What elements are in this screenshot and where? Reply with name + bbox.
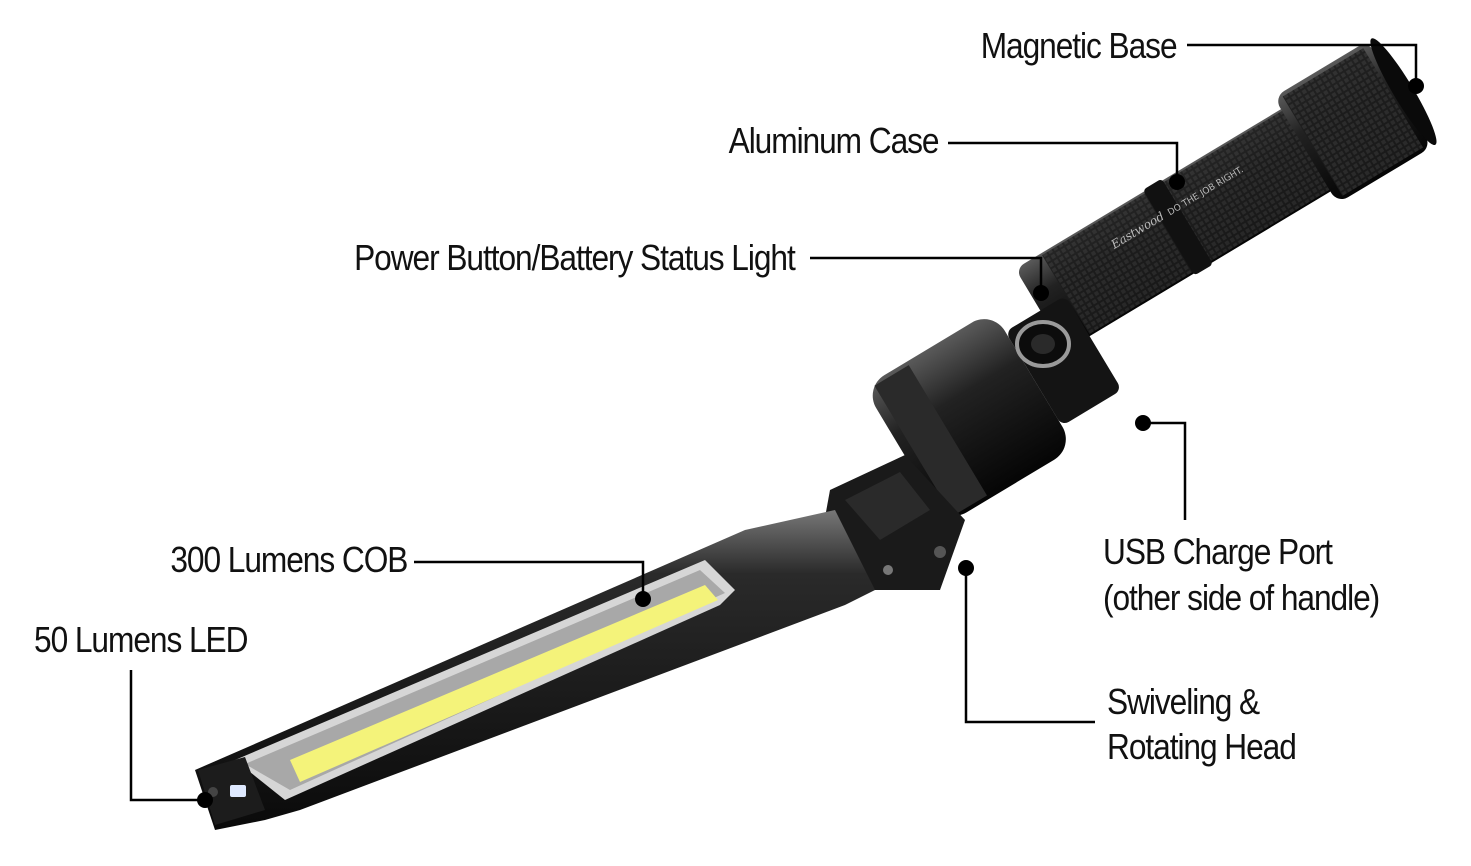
flashlight-handle: Eastwood DO THE JOB RIGHT. bbox=[1019, 38, 1437, 348]
cob-light-strip bbox=[290, 585, 718, 782]
leader-magnetic-base bbox=[1187, 43, 1418, 85]
leader-usb-port bbox=[1143, 421, 1187, 520]
leader-led bbox=[129, 670, 205, 802]
label-power-button: Power Button/Battery Status Light bbox=[354, 237, 796, 278]
label-cob: 300 Lumens COB bbox=[169, 539, 408, 580]
leader-lines bbox=[129, 43, 1418, 802]
label-magnetic-base: Magnetic Base bbox=[981, 25, 1178, 66]
leader-swivel bbox=[964, 568, 1095, 724]
label-swivel-line2: Rotating Head bbox=[1107, 726, 1297, 767]
label-aluminum-case: Aluminum Case bbox=[728, 120, 939, 161]
led-bulb bbox=[230, 785, 246, 797]
leader-dots bbox=[197, 78, 1424, 808]
label-usb-port-line1: USB Charge Port bbox=[1103, 531, 1333, 572]
power-button bbox=[1015, 320, 1071, 368]
front-collar bbox=[872, 298, 1119, 517]
label-led: 50 Lumens LED bbox=[34, 619, 249, 660]
leader-aluminum-case bbox=[948, 141, 1179, 180]
label-usb-port-line2: (other side of handle) bbox=[1103, 577, 1380, 618]
leader-power-button bbox=[810, 256, 1043, 292]
leader-cob bbox=[414, 560, 645, 598]
work-light-stick bbox=[195, 510, 875, 830]
label-swivel-line1: Swiveling & bbox=[1107, 681, 1260, 722]
